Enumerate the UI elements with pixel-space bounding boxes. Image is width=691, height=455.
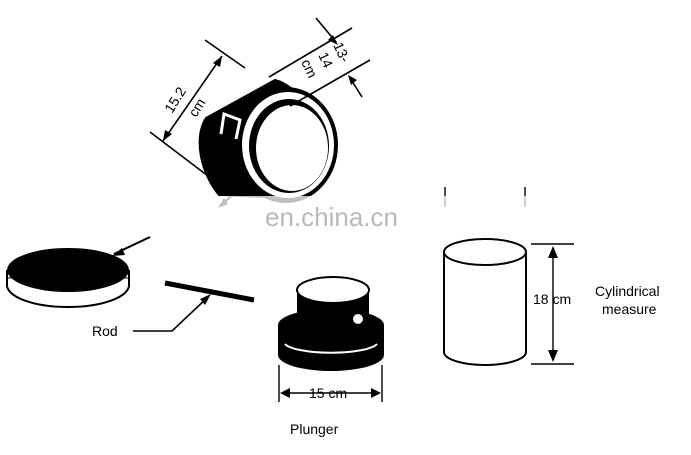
plunger-hole (353, 314, 363, 324)
watermark: en.china.cn (150, 196, 560, 236)
watermark-text: en.china.cn (265, 202, 398, 232)
measure-height-label: 18 cm (533, 291, 571, 307)
ring-height-line-b: 14 (315, 50, 336, 71)
mould-ring-opening (256, 105, 328, 191)
plunger-diameter-label: 15 cm (309, 385, 347, 401)
cylindrical-measure: 18 cm Cylindrical measure (443, 187, 660, 366)
mould-ring (198, 78, 338, 208)
rod-bar (164, 280, 255, 303)
plunger-top (296, 276, 370, 304)
rod: Rod (92, 280, 255, 339)
rod-label: Rod (92, 323, 118, 339)
ring-height-line-a: 13- (330, 40, 353, 65)
ring-height-dimension: 13- 14 cm (268, 17, 371, 107)
plunger-label: Plunger (290, 421, 339, 437)
plunger: 15 cm Plunger (278, 276, 384, 437)
ring-height-unit: cm (298, 57, 320, 81)
measure-label-line1: Cylindrical (595, 283, 660, 299)
measure-label-line2: measure (602, 301, 657, 317)
rod-leader (133, 296, 209, 332)
mould-ring-notch (219, 111, 242, 140)
ring-diameter-unit: cm (185, 95, 208, 119)
base-plate (6, 236, 151, 308)
